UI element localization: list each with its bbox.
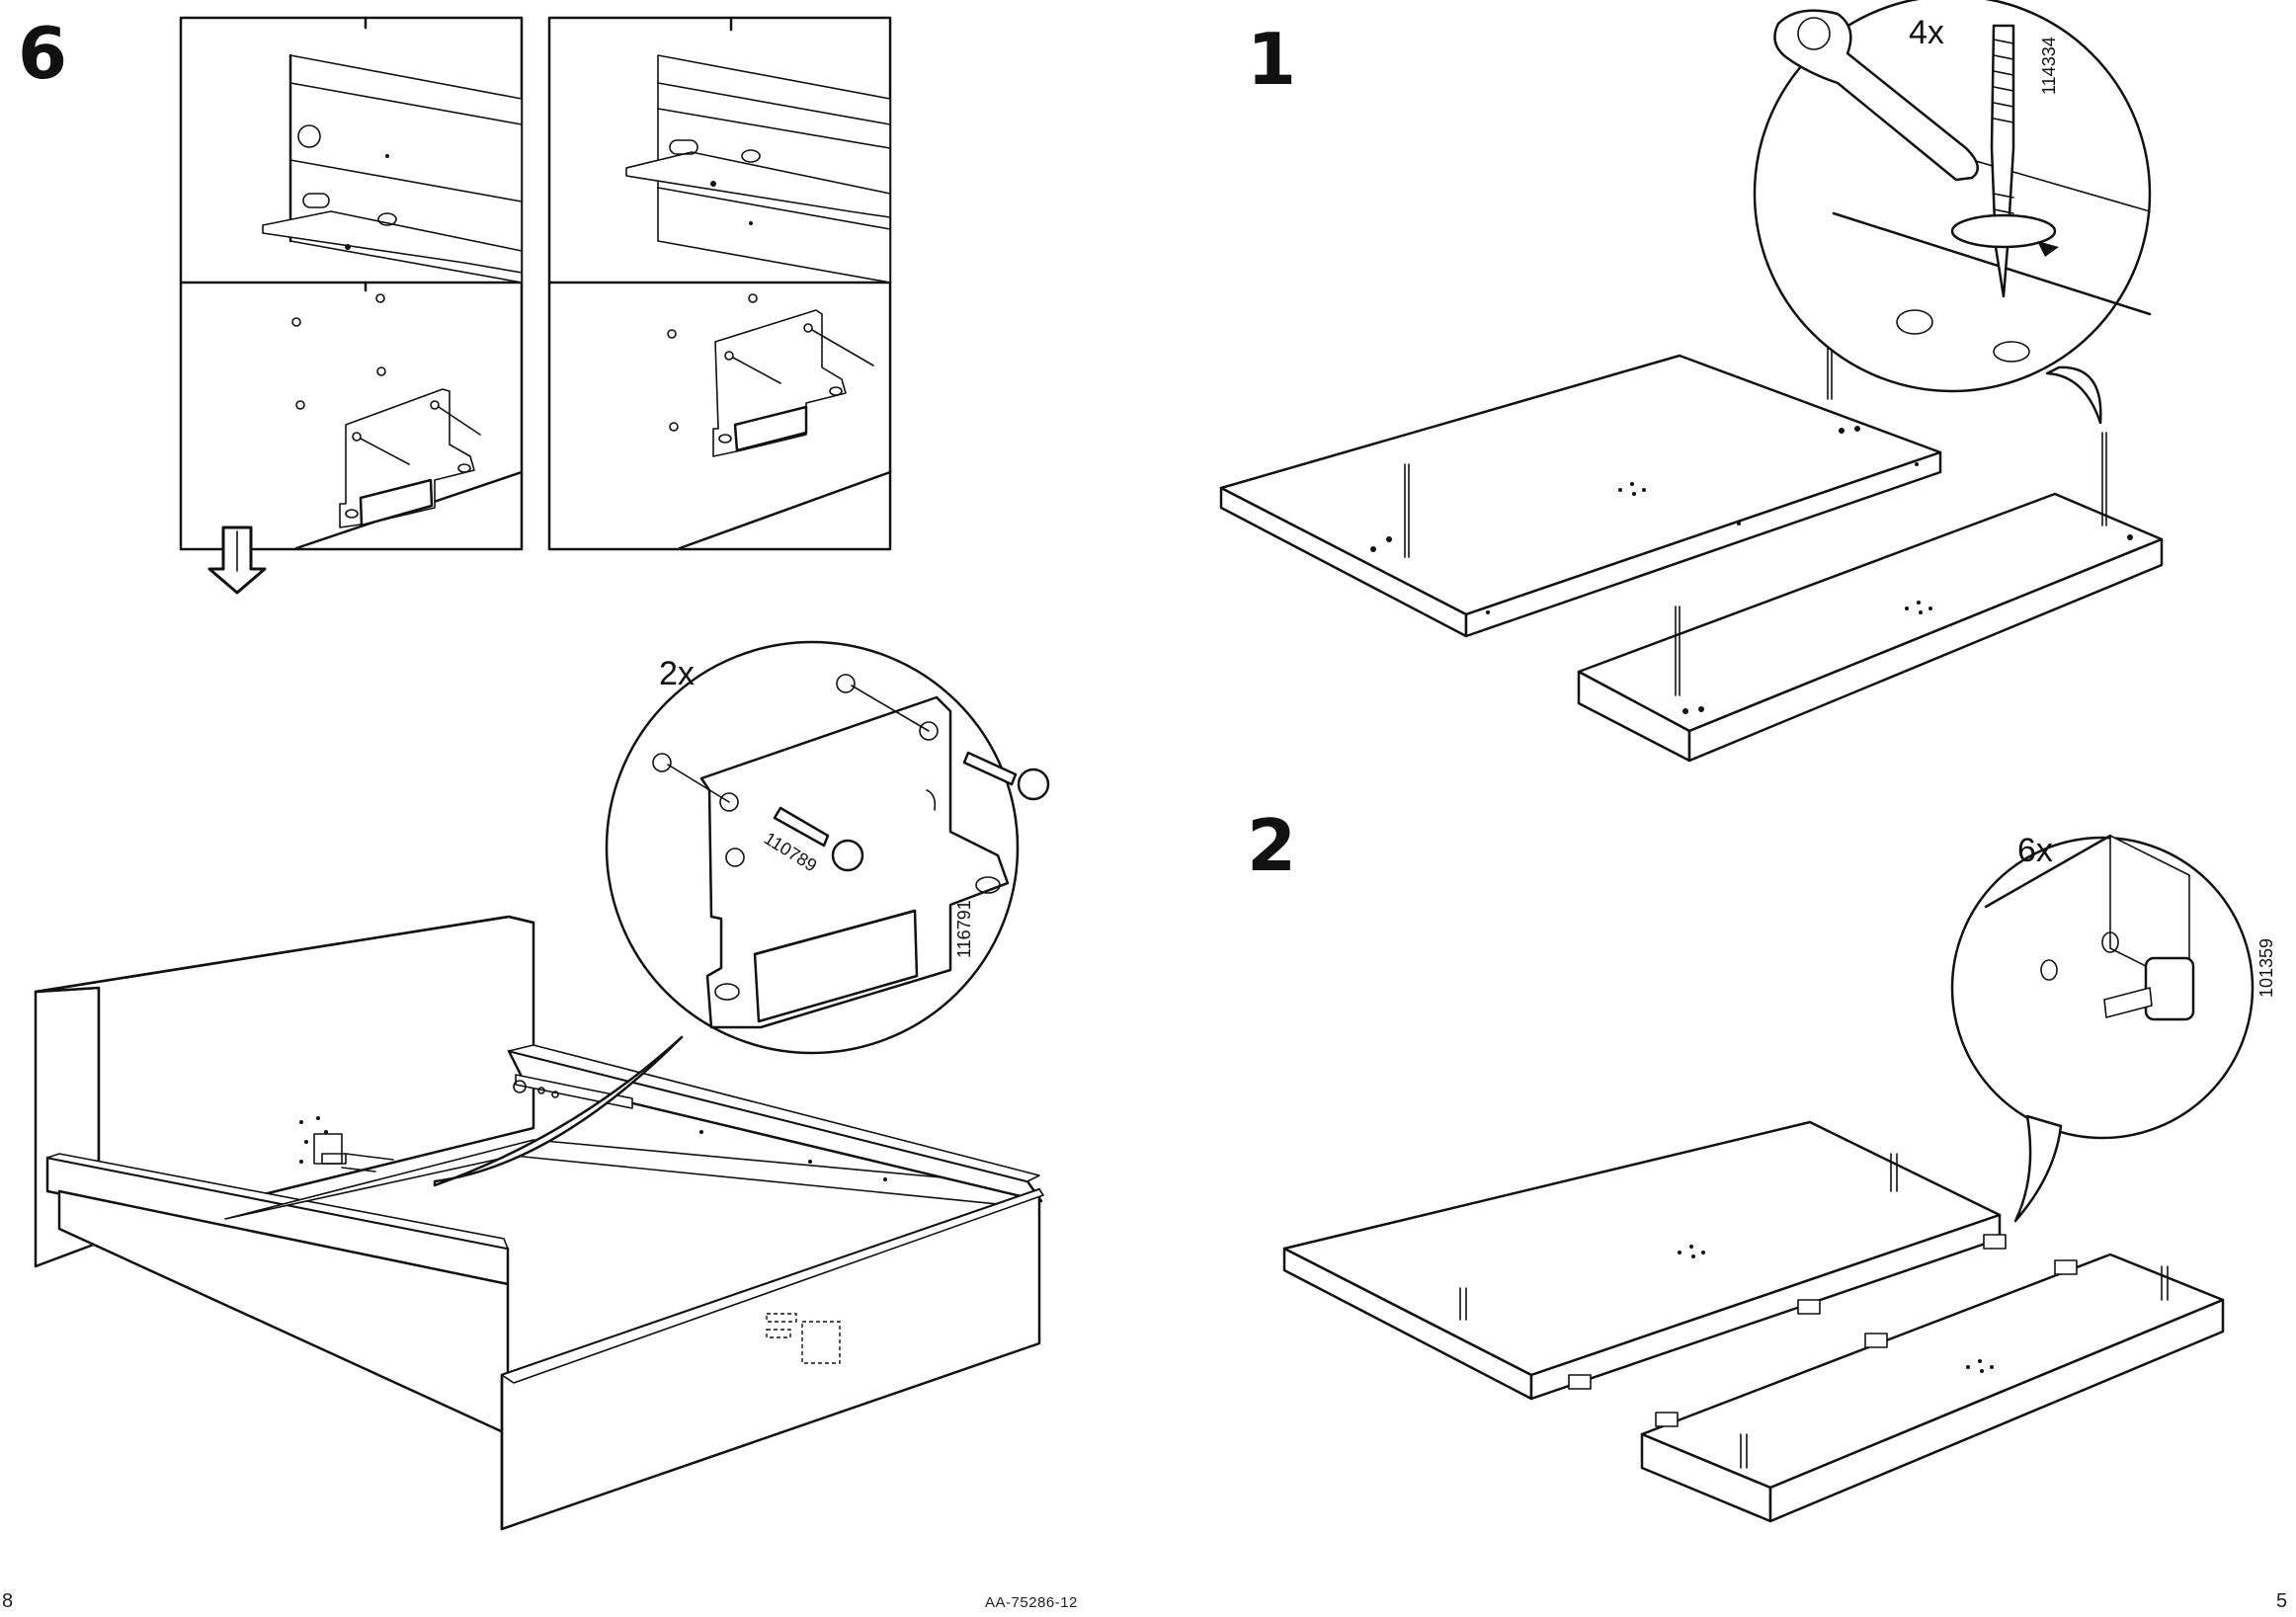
rotate-arrow-icon bbox=[1950, 213, 2059, 257]
step-1-number: 1 bbox=[1247, 18, 1297, 101]
step-6-detail-circle: 2x 110789 116791 bbox=[605, 640, 1050, 1055]
step-6-number: 6 bbox=[18, 12, 68, 95]
part-116791-label: 116791 bbox=[954, 900, 974, 958]
part-101359-label: 101359 bbox=[2256, 938, 2276, 998]
step-2-number: 2 bbox=[1247, 804, 1297, 887]
step-2-quantity: 6x bbox=[2017, 832, 2053, 869]
document-code: AA-75286-12 bbox=[985, 1594, 1078, 1611]
step-6-detail-panels bbox=[179, 16, 892, 595]
part-114334-label: 114334 bbox=[2039, 37, 2059, 95]
step-1-quantity: 4x bbox=[1909, 14, 1944, 51]
down-arrow-icon bbox=[207, 526, 267, 595]
step-1-assembly: 4x 114334 bbox=[1219, 0, 2164, 763]
bed-frame bbox=[34, 915, 1044, 1531]
page-number-right: 5 bbox=[2276, 1590, 2288, 1612]
page-number-left: 8 bbox=[2, 1590, 14, 1612]
step-2-assembly: 6x 101359 bbox=[1282, 832, 2276, 1523]
step-6-quantity: 2x bbox=[659, 655, 695, 692]
